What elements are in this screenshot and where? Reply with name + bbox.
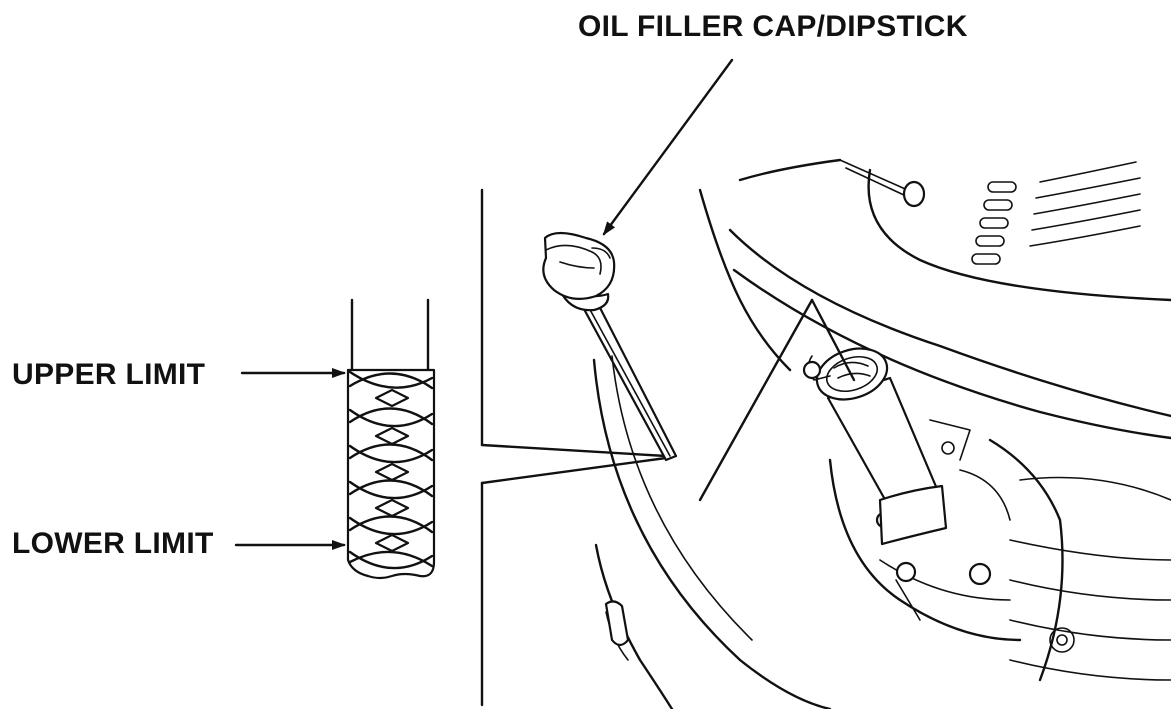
dipstick (542, 231, 678, 462)
crosshatch-pattern (348, 370, 434, 570)
engine-illustration (592, 158, 1171, 709)
cooling-vents (971, 161, 1141, 265)
oil-filler-neck (802, 347, 948, 546)
cap-leader-arrow (602, 58, 734, 236)
dipstick-tip-detail (346, 298, 436, 580)
oil-filler-cap-label: OIL FILLER CAP/DIPSTICK (578, 10, 968, 43)
upper-limit-label: UPPER LIMIT (12, 358, 206, 391)
lower-limit-label: LOWER LIMIT (12, 527, 214, 560)
